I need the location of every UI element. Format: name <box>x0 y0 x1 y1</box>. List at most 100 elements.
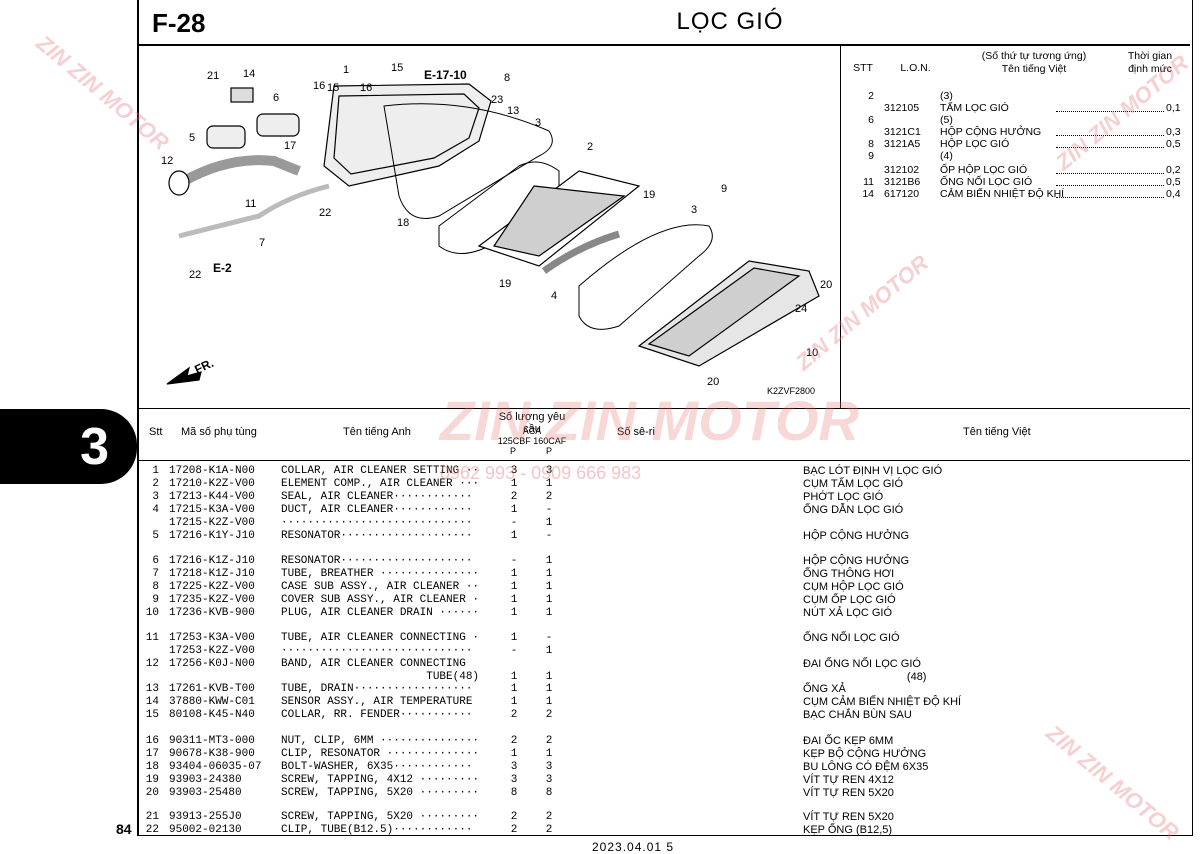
row-part-no: 17225-K2Z-V00 <box>169 581 255 593</box>
leader-dots <box>1056 185 1164 198</box>
callout-16b: 16 <box>360 82 372 94</box>
row-qty-1: 1 <box>510 671 518 683</box>
row-part-no: 17213-K44-V00 <box>169 491 255 503</box>
th-stt: Stt <box>149 426 163 438</box>
summary-lon: 3121C1 <box>884 126 921 138</box>
row-qty-1: 3 <box>510 761 518 773</box>
resonator-shape <box>206 125 246 149</box>
row-qty-2: 1 <box>545 645 553 657</box>
summary-stt: 2 <box>868 90 874 102</box>
summary-desc: (4) <box>940 150 953 162</box>
row-name-en: SCREW, TAPPING, 4X12 ········· <box>281 774 480 786</box>
row-stt: 11 <box>145 632 159 644</box>
fr-arrow-icon <box>166 366 202 385</box>
table-top-divider <box>137 408 1190 409</box>
summary-row: 9(4) <box>846 150 1186 162</box>
callout-6: 6 <box>273 92 279 104</box>
row-name-en: COLLAR, AIR CLEANER SETTING ·· <box>281 465 480 477</box>
callout-20b: 20 <box>707 376 719 388</box>
callout-10: 10 <box>806 347 818 359</box>
row-part-no: 93903-24380 <box>169 774 242 786</box>
row-qty-1: 2 <box>510 811 518 823</box>
diagram-divider <box>840 46 841 408</box>
summary-lon: 3121A5 <box>884 138 921 150</box>
callout-11: 11 <box>245 198 256 210</box>
callout-16a: 16 <box>313 80 325 92</box>
row-qty-1: - <box>510 555 518 567</box>
header-divider <box>137 44 1190 46</box>
row-part-no: 93903-25480 <box>169 787 242 799</box>
row-name-en: TUBE, AIR CLEANER CONNECTING · <box>281 632 480 644</box>
row-name-vi: CỤM CẢM BIẾN NHIỆT ĐỘ KHÍ <box>803 696 962 708</box>
leader-dots <box>1056 173 1164 186</box>
row-name-vi: KẸP ỐNG (B12,5) <box>803 824 893 836</box>
row-qty-1: 1 <box>510 504 518 516</box>
callout-15a: 15 <box>327 82 339 94</box>
summary-time: 0,3 <box>1166 126 1181 138</box>
row-stt: 7 <box>152 568 159 580</box>
page-number: 84 <box>116 821 132 837</box>
row-name-en: SENSOR ASSY., AIR TEMPERATURE <box>281 696 473 708</box>
footer-date: 2023.04.01 5 <box>592 840 675 854</box>
row-part-no: 17215-K3A-V00 <box>169 504 255 516</box>
case-sub-assy-shape <box>323 83 492 187</box>
row-name-en: BOLT-WASHER, 6X35············ <box>281 761 473 773</box>
row-qty-2: 2 <box>545 491 553 503</box>
callout-15b: 15 <box>391 62 403 74</box>
section-tab: 3 <box>0 409 137 484</box>
row-stt: 14 <box>145 696 159 708</box>
summary-desc: ỐP HỘP LỌC GIÓ <box>940 164 1028 176</box>
row-name-vi: NÚT XẢ LỌC GIÓ <box>803 607 893 619</box>
row-name-en: RESONATOR···················· <box>281 555 473 567</box>
row-name-en: CLIP, RESONATOR ·············· <box>281 748 480 760</box>
row-name-en: ELEMENT COMP., AIR CLEANER ··· <box>281 478 480 490</box>
row-stt: 2 <box>152 478 159 490</box>
th-qty: Số lượng yêu cầu <box>498 411 566 435</box>
row-qty-1: 1 <box>510 530 518 542</box>
row-qty-2: 1 <box>545 478 553 490</box>
summary-time: 0,5 <box>1166 138 1181 150</box>
row-qty-1: 1 <box>510 594 518 606</box>
row-qty-2: 1 <box>545 517 553 529</box>
row-qty-1: 2 <box>510 709 518 721</box>
drawing-code: K2ZVF2800 <box>767 386 815 396</box>
row-qty-2: 2 <box>545 811 553 823</box>
row-name-vi: KẸP BỘ CỘNG HƯỞNG <box>803 748 927 760</box>
row-name-vi: HỘP CỘNG HƯỞNG <box>803 530 910 542</box>
callout-20a: 20 <box>820 279 832 291</box>
row-stt: 18 <box>145 761 159 773</box>
row-name-en: COLLAR, RR. FENDER··········· <box>281 709 473 721</box>
row-name-en: BAND, AIR CLEANER CONNECTING <box>281 658 466 670</box>
row-part-no: 17236-KVB-900 <box>169 607 255 619</box>
row-qty-2: - <box>545 504 553 516</box>
row-qty-1: 1 <box>510 607 518 619</box>
row-qty-2: 2 <box>545 709 553 721</box>
row-qty-1: 1 <box>510 748 518 760</box>
summary-desc: HỘP LỌC GIÓ <box>940 138 1010 150</box>
row-name-vi: BẠC CHẮN BÙN SAU <box>803 709 912 721</box>
callout-4: 4 <box>551 290 557 302</box>
row-qty-2: 1 <box>545 696 553 708</box>
row-name-en: TUBE(48) <box>281 671 480 683</box>
summary-row: 6(5) <box>846 114 1186 126</box>
row-name-en: PLUG, AIR CLEANER DRAIN ······ <box>281 607 480 619</box>
row-part-no: 17261-KVB-T00 <box>169 683 255 695</box>
parts-table-header: Stt Mã số phụ tùng Tên tiếng Anh Số lượn… <box>137 408 1190 461</box>
row-qty-1: 2 <box>510 735 518 747</box>
page-title: LỌC GIÓ <box>676 8 784 35</box>
row-stt: 22 <box>145 824 159 836</box>
row-name-en: SCREW, TAPPING, 5X20 ········· <box>281 787 480 799</box>
